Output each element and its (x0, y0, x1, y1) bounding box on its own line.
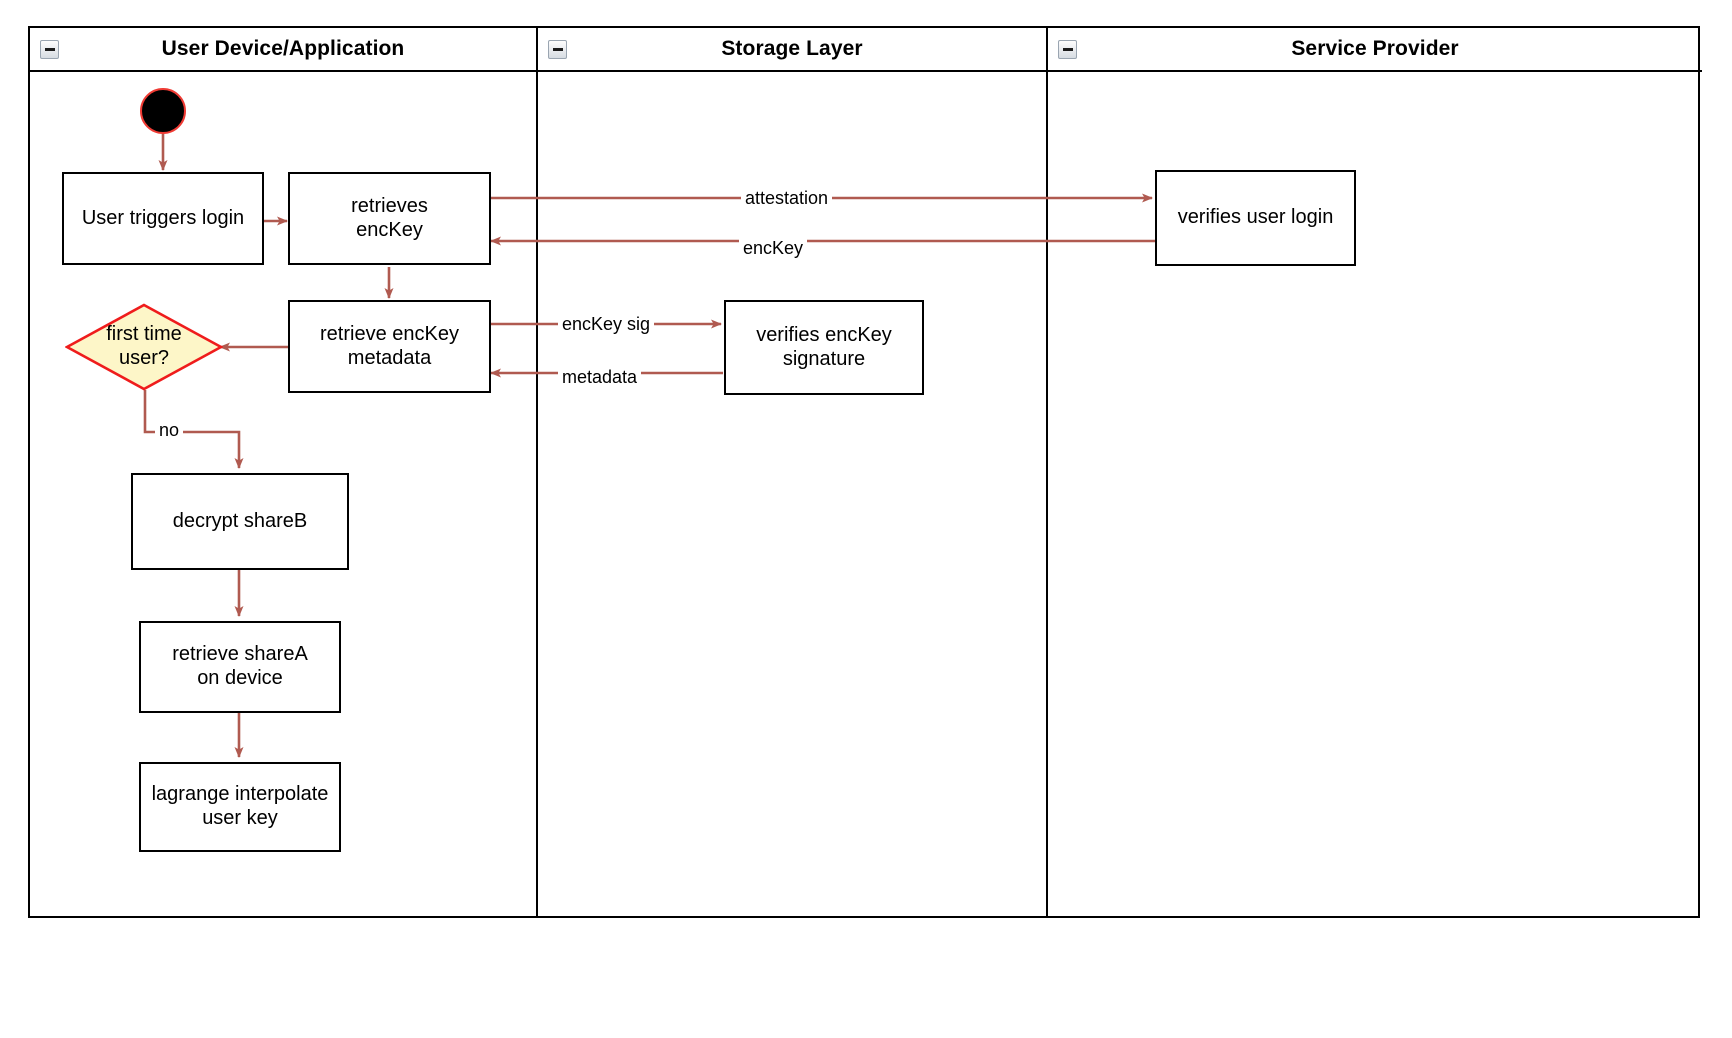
edge-label-enckey-sig: encKey sig (558, 315, 655, 333)
diamond-shape (65, 303, 223, 391)
lane-header-storage-layer[interactable]: Storage Layer (538, 28, 1046, 72)
node-retrieve-sharea-on-device[interactable]: retrieve shareA on device (139, 621, 341, 713)
node-retrieve-enckey-metadata[interactable]: retrieve encKey metadata (288, 300, 491, 393)
node-label: User triggers login (81, 206, 245, 229)
lane-divider-2 (1046, 28, 1048, 916)
node-verifies-enckey-signature[interactable]: verifies encKey signature (724, 300, 924, 395)
lane-title-storage-layer: Storage Layer (721, 37, 863, 60)
edge-label-enckey: encKey (739, 239, 808, 257)
node-retrieves-enckey[interactable]: retrieves encKey (288, 172, 491, 265)
node-first-time-user[interactable]: first time user? (65, 303, 223, 391)
lane-header-user-device[interactable]: User Device/Application (30, 28, 536, 72)
node-label: verifies user login (1177, 206, 1334, 229)
node-label: lagrange interpolate user key (151, 783, 329, 829)
node-label: verifies encKey signature (756, 323, 892, 370)
start-node[interactable] (140, 88, 186, 134)
collapse-minus-icon[interactable] (1058, 40, 1077, 59)
node-label: retrieves encKey (351, 194, 428, 241)
node-user-triggers-login[interactable]: User triggers login (62, 172, 264, 265)
edge-label-no: no (155, 421, 184, 439)
lane-title-user-device: User Device/Application (161, 37, 405, 60)
lane-title-service-provider: Service Provider (1291, 37, 1459, 60)
edge-label-attestation: attestation (741, 189, 833, 207)
collapse-minus-icon[interactable] (40, 40, 59, 59)
collapse-minus-icon[interactable] (548, 40, 567, 59)
node-verifies-user-login[interactable]: verifies user login (1155, 170, 1356, 266)
node-decrypt-shareb[interactable]: decrypt shareB (131, 473, 349, 570)
edge-label-metadata: metadata (558, 368, 642, 386)
lane-divider-1 (536, 28, 538, 916)
lane-header-service-provider[interactable]: Service Provider (1048, 28, 1702, 72)
node-lagrange-interpolate-user-key[interactable]: lagrange interpolate user key (139, 762, 341, 852)
node-label: retrieve encKey metadata (320, 322, 459, 369)
node-label: decrypt shareB (172, 509, 308, 532)
node-label: retrieve shareA on device (172, 643, 308, 689)
